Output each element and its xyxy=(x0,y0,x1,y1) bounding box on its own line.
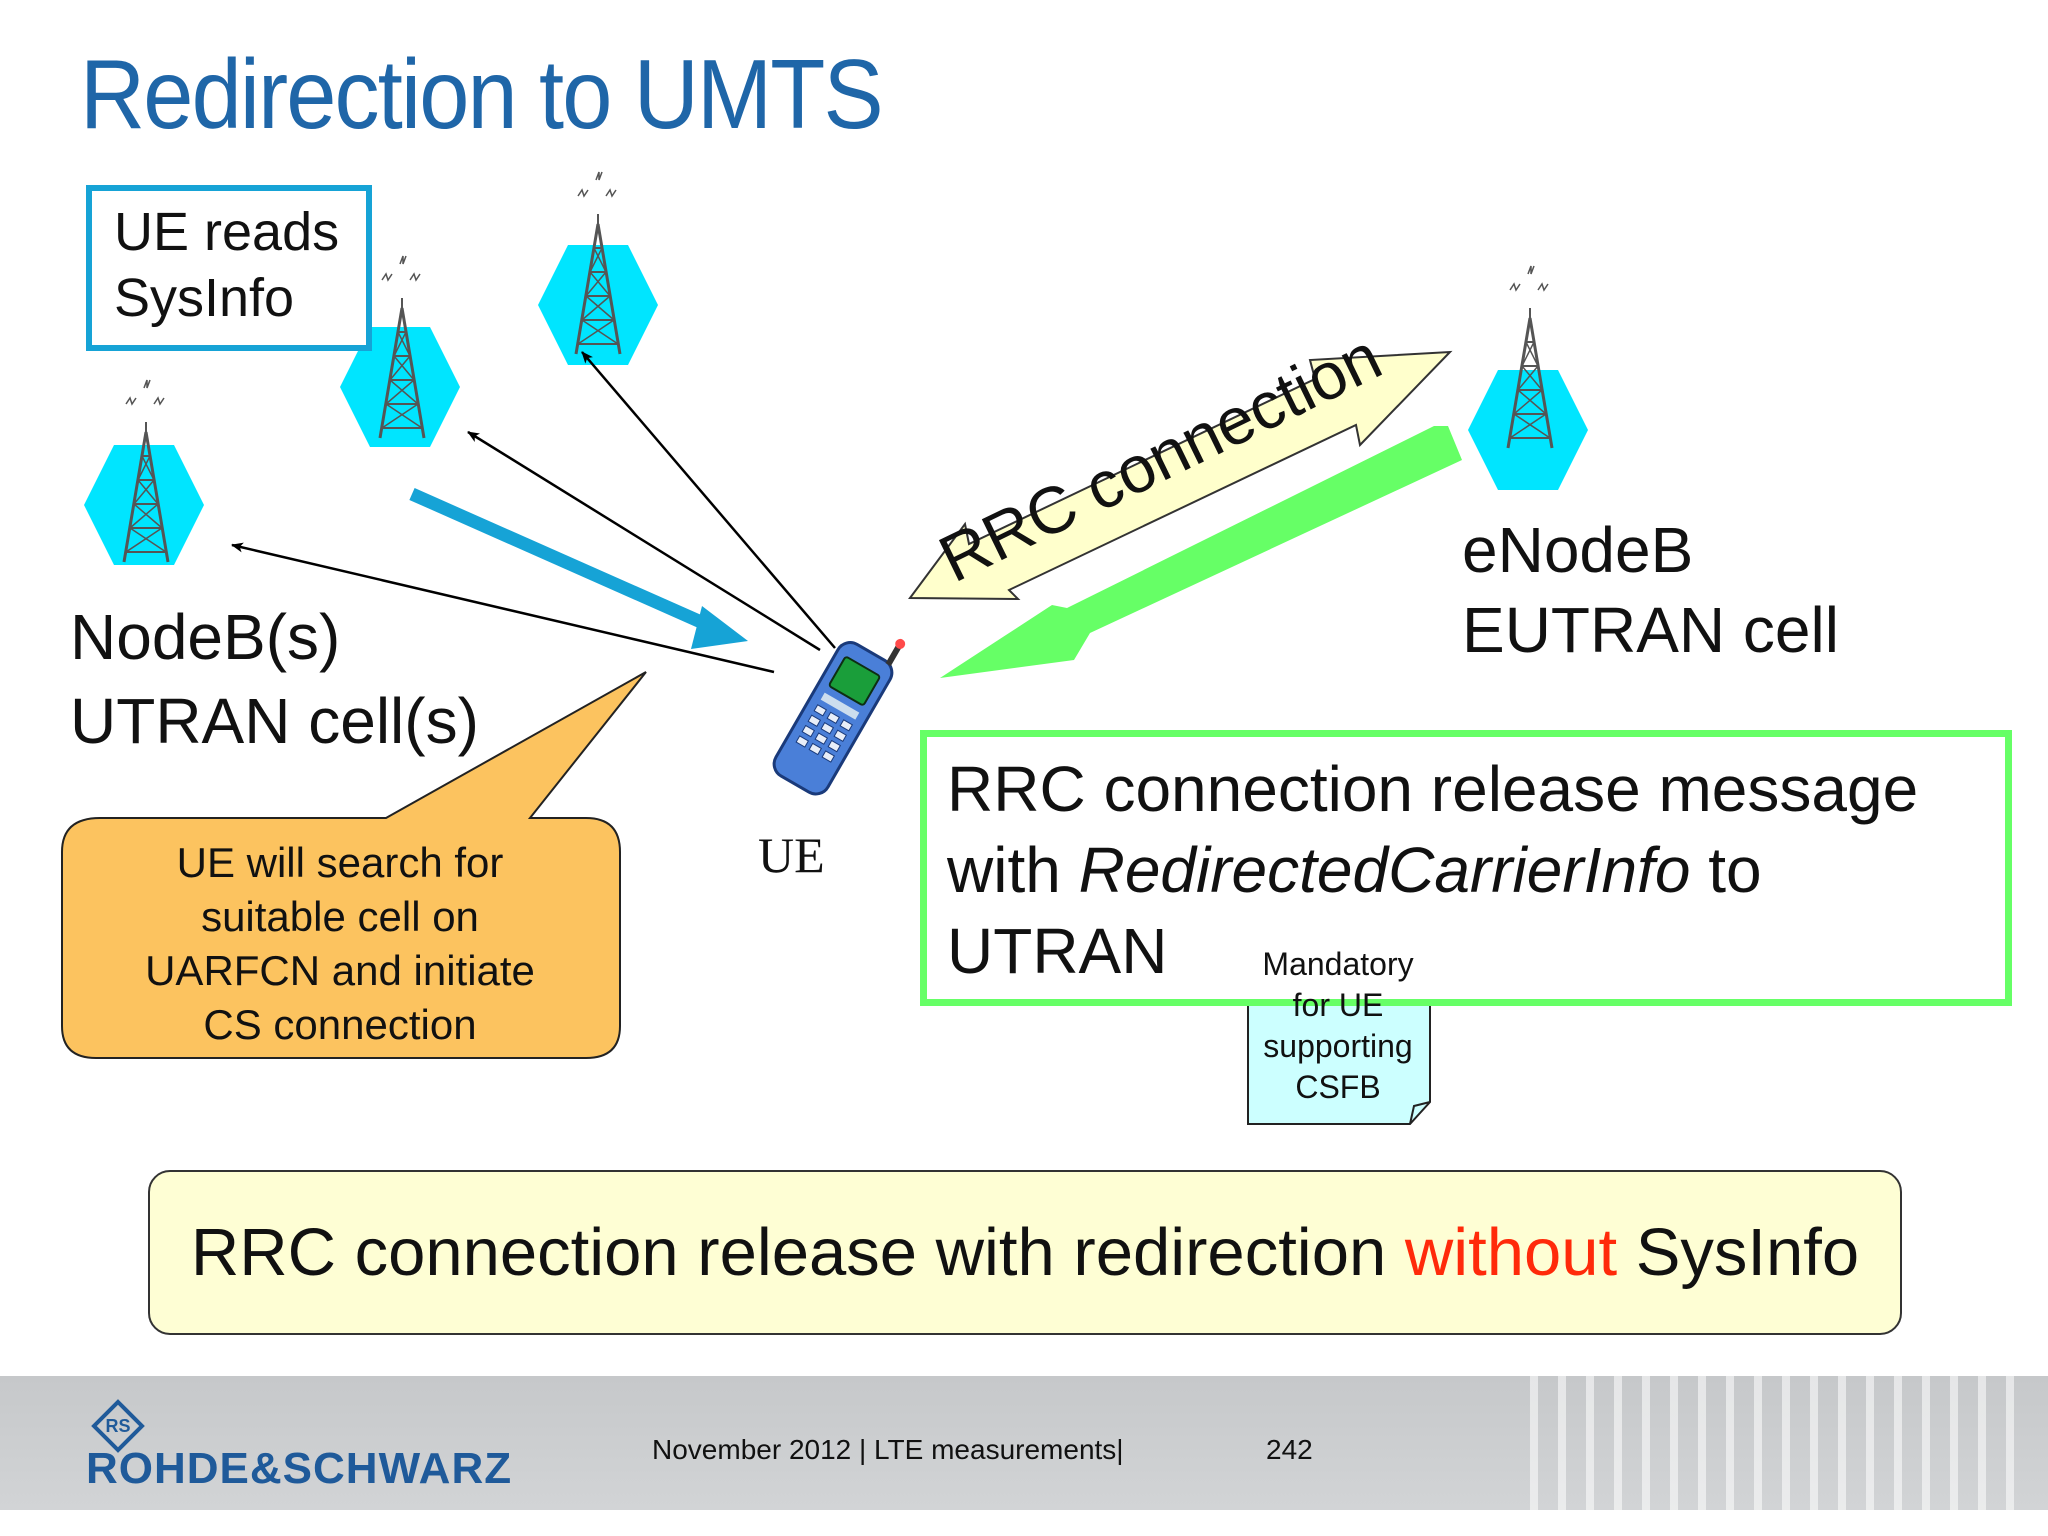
nodeb-label-line: NodeB(s) xyxy=(70,601,341,673)
ue-label: UE xyxy=(758,827,825,883)
callout-bubble xyxy=(61,671,647,1059)
callout-line: suitable cell on xyxy=(201,893,479,940)
ue-to-nodeb-arrow xyxy=(467,430,821,652)
page-number: 242 xyxy=(1266,1434,1313,1465)
slide-title: Redirection to UMTS xyxy=(80,39,884,149)
release-message-box: RRC connection release message with Redi… xyxy=(920,730,2012,1006)
enodeb-label-line: EUTRAN cell xyxy=(1462,594,1839,666)
footer: RS ROHDE&SCHWARZ November 2012 | LTE mea… xyxy=(0,1376,2048,1510)
sysinfo-box: UE reads SysInfo xyxy=(86,185,372,351)
footer-text: November 2012 | LTE measurements| xyxy=(652,1434,1124,1465)
brand-name: ROHDE&SCHWARZ xyxy=(86,1444,513,1493)
note-line: for UE xyxy=(1292,987,1384,1023)
rohde-schwarz-logo-icon: RS xyxy=(91,1399,145,1453)
footer-stripes xyxy=(1530,1376,2030,1510)
sysinfo-arrow xyxy=(409,488,748,649)
release-line: with RedirectedCarrierInfo to xyxy=(947,830,2005,911)
sysinfo-line: UE reads xyxy=(114,202,340,262)
summary-highlight: without xyxy=(1404,1215,1618,1290)
logo-text: RS xyxy=(105,1416,130,1436)
redirected-carrier-info: RedirectedCarrierInfo xyxy=(1078,834,1691,906)
csfb-note-text: Mandatory for UE supporting CSFB xyxy=(1248,944,1428,1124)
release-line: UTRAN xyxy=(947,915,1168,987)
sysinfo-line: SysInfo xyxy=(114,268,295,328)
rrc-connection-label: RRC connection xyxy=(928,319,1392,596)
nodeb-label: NodeB(s) UTRAN cell(s) xyxy=(70,595,479,763)
rrc-connection-arrow xyxy=(908,350,1453,601)
release-arrow xyxy=(940,426,1462,678)
nodeb-label-line: UTRAN cell(s) xyxy=(70,685,479,757)
summary-text-before: RRC connection release with redirection xyxy=(190,1215,1405,1290)
enodeb-label: eNodeB EUTRAN cell xyxy=(1462,510,1839,670)
enodeb-label-line: eNodeB xyxy=(1462,514,1694,586)
callout-text: UE will search for suitable cell on UARF… xyxy=(62,838,618,1050)
release-suffix: to xyxy=(1690,834,1762,906)
callout-line: UE will search for xyxy=(176,839,504,886)
nodeb-cell-1 xyxy=(84,378,204,565)
callout-line: UARFCN and initiate xyxy=(145,947,535,994)
note-line: CSFB xyxy=(1295,1069,1381,1105)
ue-to-nodeb-arrow xyxy=(231,542,775,674)
callout-line: CS connection xyxy=(203,1001,477,1048)
summary-bar: RRC connection release with redirection … xyxy=(148,1170,1902,1335)
summary-text-after: SysInfo xyxy=(1617,1215,1860,1290)
note-line: Mandatory xyxy=(1262,946,1414,982)
ue-to-nodeb-arrow xyxy=(581,351,836,649)
mobile-phone-icon xyxy=(772,638,906,796)
nodeb-cell-2 xyxy=(340,254,460,447)
release-prefix: with xyxy=(947,834,1079,906)
release-line: RRC connection release message xyxy=(947,753,1919,825)
note-line: supporting xyxy=(1263,1028,1413,1064)
enodeb-cell xyxy=(1468,264,1588,490)
nodeb-cell-3 xyxy=(538,170,658,365)
network-diagram: RRC connection xyxy=(61,170,1588,1125)
